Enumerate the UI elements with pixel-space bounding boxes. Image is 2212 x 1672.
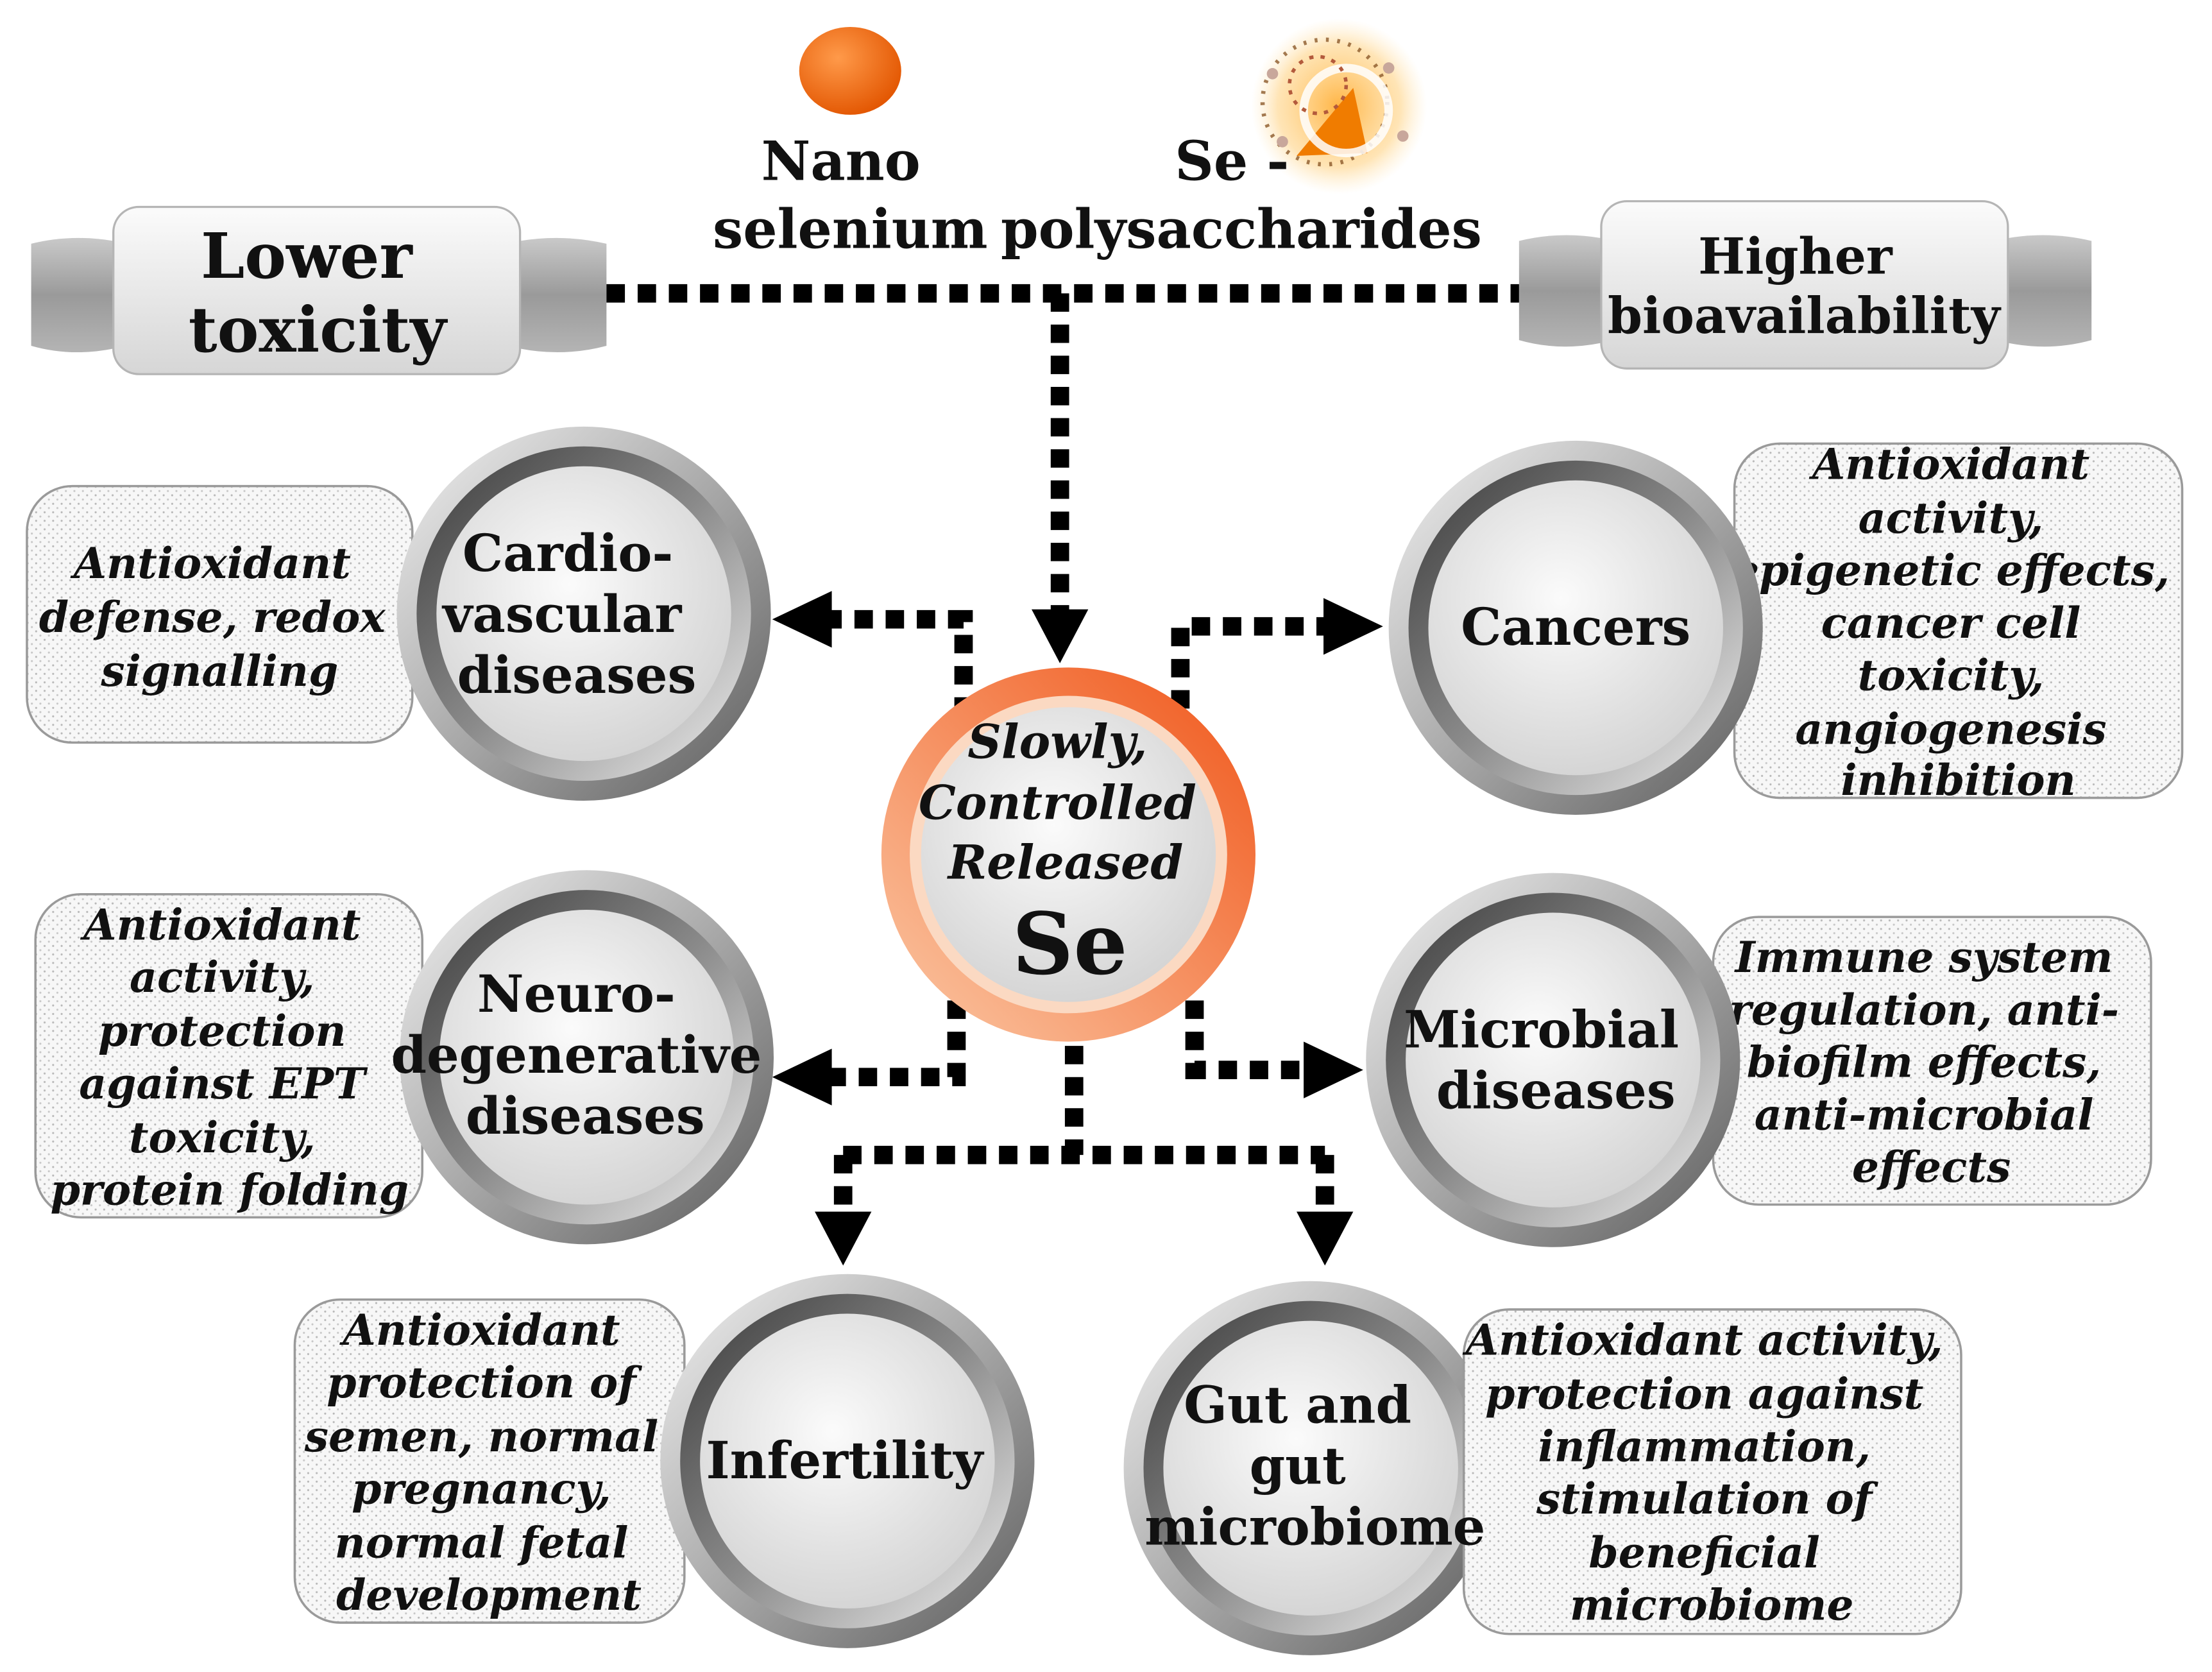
arrow-into-center <box>1032 609 1089 663</box>
se-polysaccharide-icon <box>1251 18 1427 194</box>
lower-toxicity-label: Lower toxicity <box>189 219 448 366</box>
infertility-title: Infertility <box>706 1430 985 1490</box>
center-se-circle <box>881 667 1255 1042</box>
arrow-to-microbial <box>1304 1041 1363 1098</box>
nano-selenium-sphere <box>799 26 901 115</box>
infertility-effects-text: Antioxidant protection of semen, normal … <box>304 1305 674 1620</box>
gut-node <box>1123 1281 1498 1655</box>
arrow-to-gut <box>1297 1211 1354 1266</box>
neuro-node <box>399 870 774 1245</box>
se-polysaccharides-label: Se - polysaccharides <box>1001 130 1482 261</box>
microbial-effects-text: Immune system regulation, anti- biofilm … <box>1729 932 2134 1192</box>
arrow-to-neuro <box>772 1048 832 1105</box>
cardio-effects-text: Antioxidant defense, redox signalling <box>39 538 400 696</box>
higher-bioavailability-capsule <box>1519 200 2092 370</box>
to-neuro-connector <box>829 1000 966 1087</box>
to-cancers-connector <box>1171 617 1329 709</box>
center-release-text: Slowly, Controlled Released <box>919 715 1212 891</box>
cancers-effects-text: Antioxidant activity, epigenetic effects… <box>1732 439 2184 806</box>
to-microbial-connector <box>1185 1000 1307 1080</box>
neuro-title: Neuro- degenerative diseases <box>391 964 779 1146</box>
arrow-to-infertility <box>815 1211 872 1266</box>
cardio-node <box>396 426 771 801</box>
arrow-to-cardio <box>772 591 832 648</box>
infertility-node <box>660 1274 1035 1648</box>
arrow-to-cancers <box>1323 598 1383 655</box>
neuro-effects-text: Antioxidant activity, protection against… <box>51 900 409 1215</box>
microbial-title: Microbial diseases <box>1404 999 1697 1120</box>
arrowheads <box>772 591 1383 1266</box>
gut-title: Gut and gut microbiome <box>1144 1375 1485 1557</box>
cardio-title: Cardio- vascular diseases <box>441 523 699 705</box>
connectors <box>606 284 1519 1213</box>
gut-effects-text: Antioxidant activity, protection against… <box>1462 1315 1958 1630</box>
center-se-symbol: Se <box>1012 894 1128 994</box>
gut-effects-box <box>1462 1308 1962 1635</box>
cancers-title: Cancers <box>1461 597 1690 657</box>
lower-toxicity-capsule <box>31 205 607 375</box>
to-cardio-connector <box>829 610 973 716</box>
cancers-node <box>1388 440 1763 815</box>
higher-bioavailability-label: Higher bioavailability <box>1608 227 2002 345</box>
nano-selenium-label: Nano selenium <box>713 130 988 261</box>
microbial-node <box>1366 873 1740 1247</box>
